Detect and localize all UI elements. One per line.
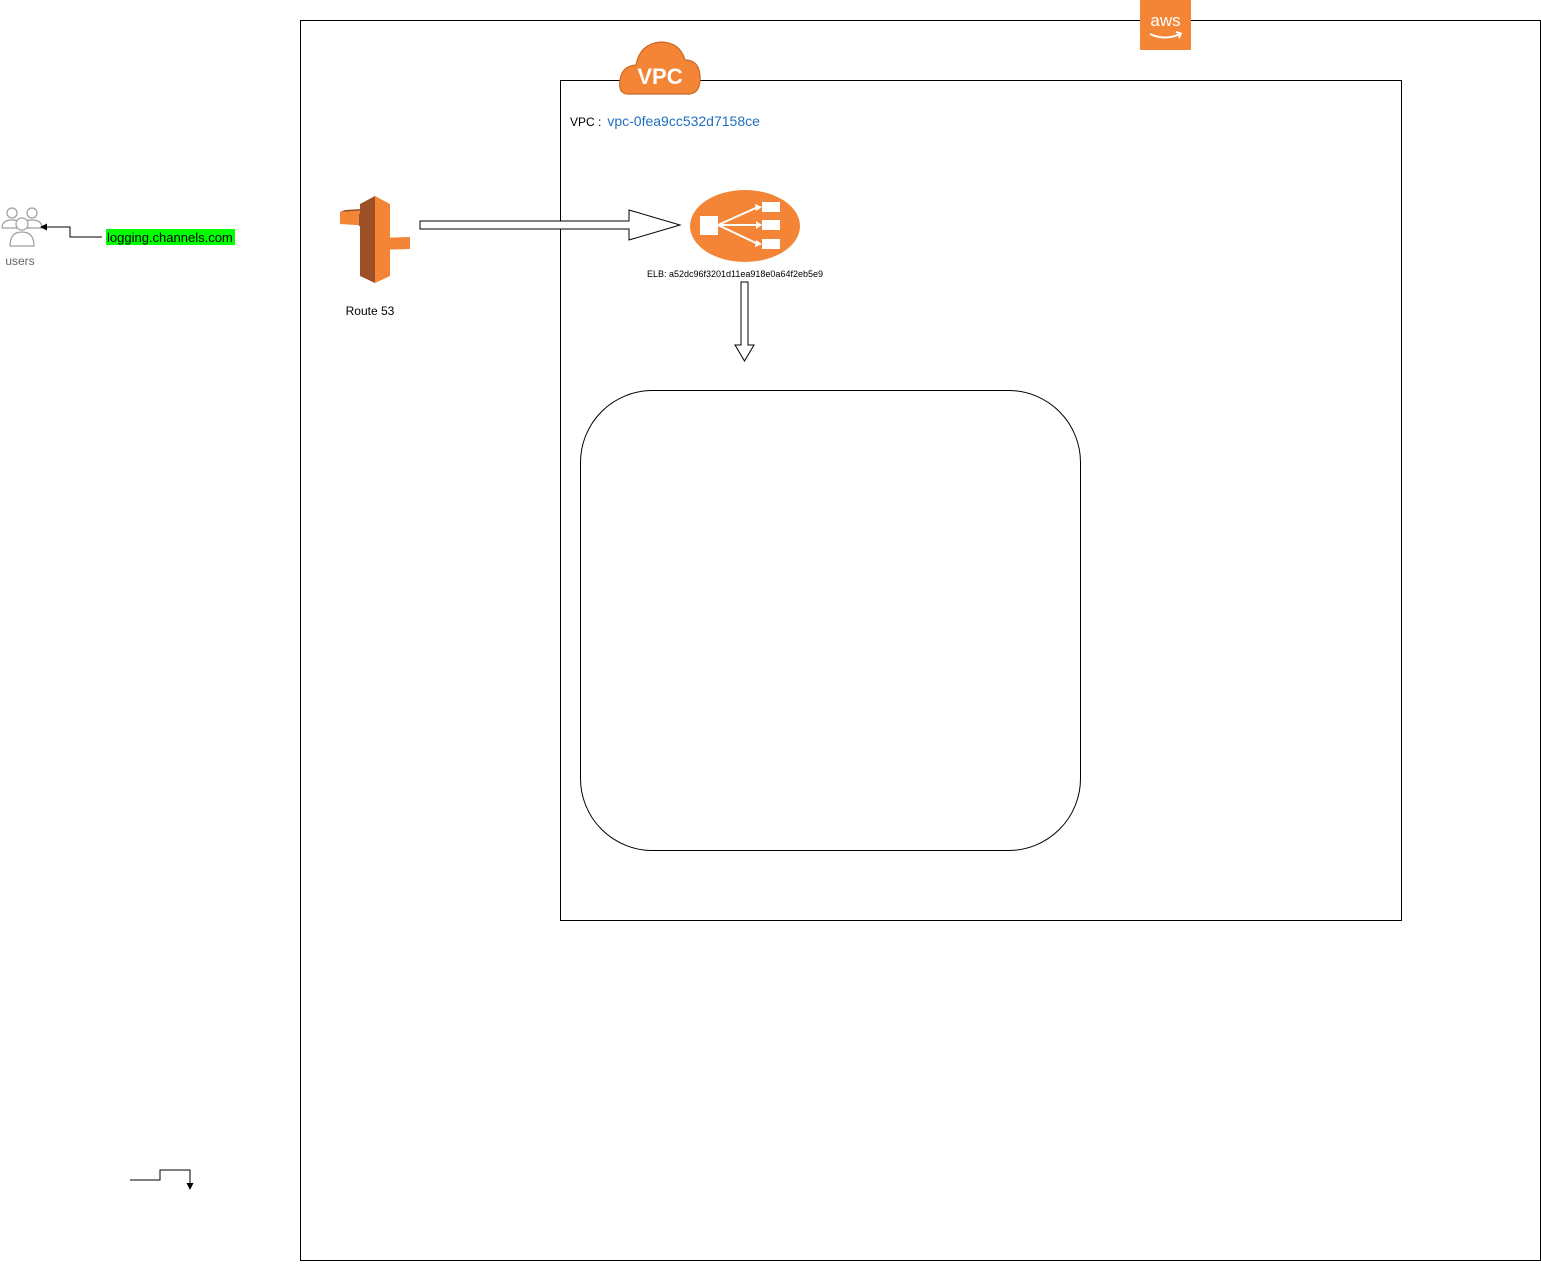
users-label: users [5,254,34,268]
stray-connector-arrowhead [186,1183,194,1190]
route53-to-elb-arrow[interactable] [419,209,682,241]
vpc-cloud-icon: VPC [619,41,701,95]
domain-to-users-arrowhead [40,223,47,231]
vpc-label: VPC : vpc-0fea9cc532d7158ce [570,113,760,129]
vpc-id-link[interactable]: vpc-0fea9cc532d7158ce [607,113,760,129]
elb-load-balancer-icon[interactable] [690,190,800,262]
domain-to-users-connector[interactable] [46,226,102,238]
vpc-container[interactable] [560,80,1402,921]
elb-to-cluster-arrow[interactable] [734,281,755,362]
cluster-container[interactable] [580,390,1081,851]
vpc-label-prefix: VPC : [570,115,601,129]
aws-logo-text: aws [1150,11,1180,30]
stray-connector[interactable] [130,1169,191,1184]
users-group-icon[interactable] [1,207,43,247]
domain-highlight [106,229,235,245]
vpc-badge-text: VPC [637,64,682,89]
aws-cloud-container[interactable] [300,20,1541,1261]
route53-icon[interactable] [340,196,410,283]
domain-label: logging.channels.com [107,230,233,245]
aws-logo-icon: aws [1140,0,1191,50]
route53-label: Route 53 [346,304,395,318]
elb-label: ELB: a52dc96f3201d11ea918e0a64f2eb5e9 [647,269,823,279]
